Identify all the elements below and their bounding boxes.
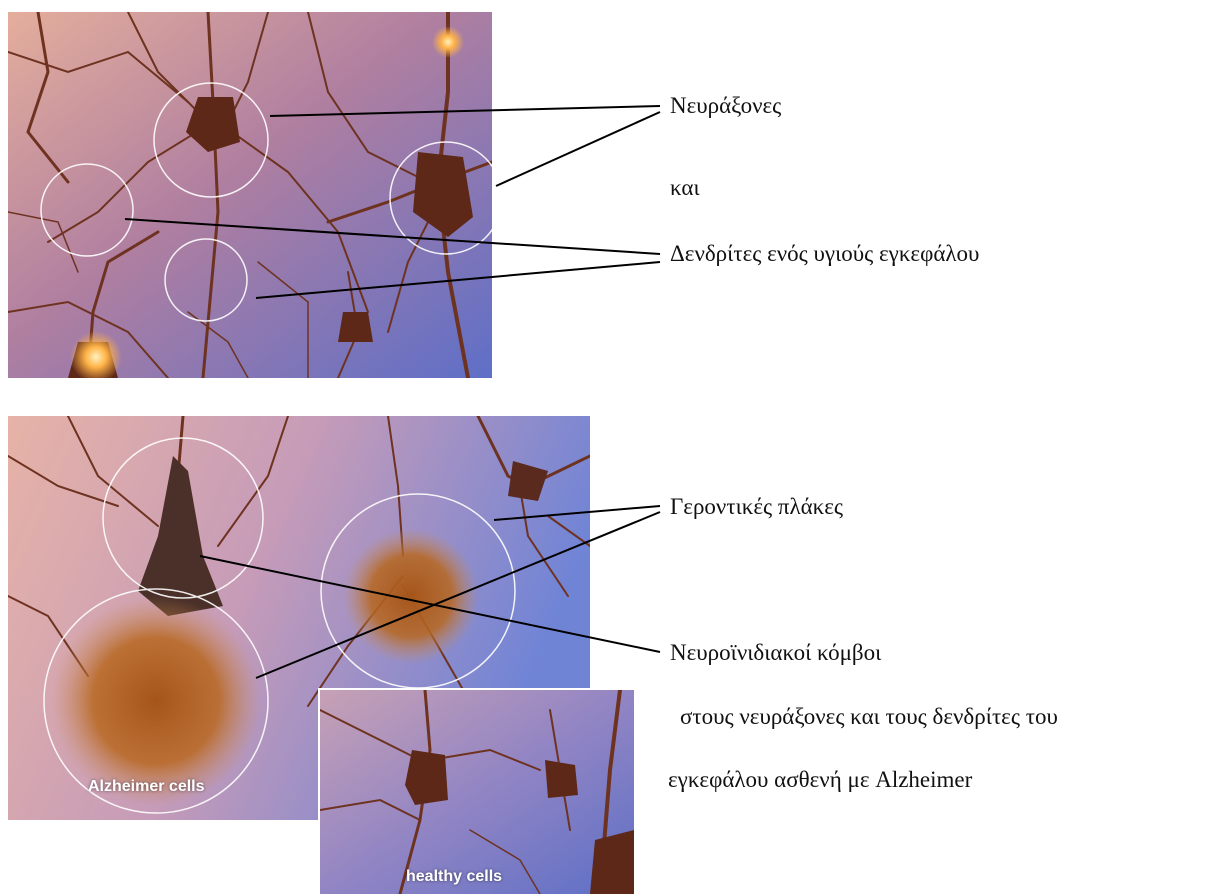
healthy-dendrites-label: Δενδρίτες ενός υγιούς εγκεφάλου (670, 241, 979, 267)
tangles-description-line3: εγκεφάλου ασθενή με Alzheimer (668, 767, 972, 793)
tangles-description-line2: στους νευράξονες και τους δενδρίτες του (680, 704, 1058, 730)
axons-label: Νευράξονες (670, 93, 781, 119)
neurofibrillary-tangles-label: Νευροϊνιδιακοί κόμβοι (670, 640, 881, 666)
and-label: και (670, 175, 700, 201)
senile-plaques-label: Γεροντικές πλάκες (670, 494, 843, 520)
